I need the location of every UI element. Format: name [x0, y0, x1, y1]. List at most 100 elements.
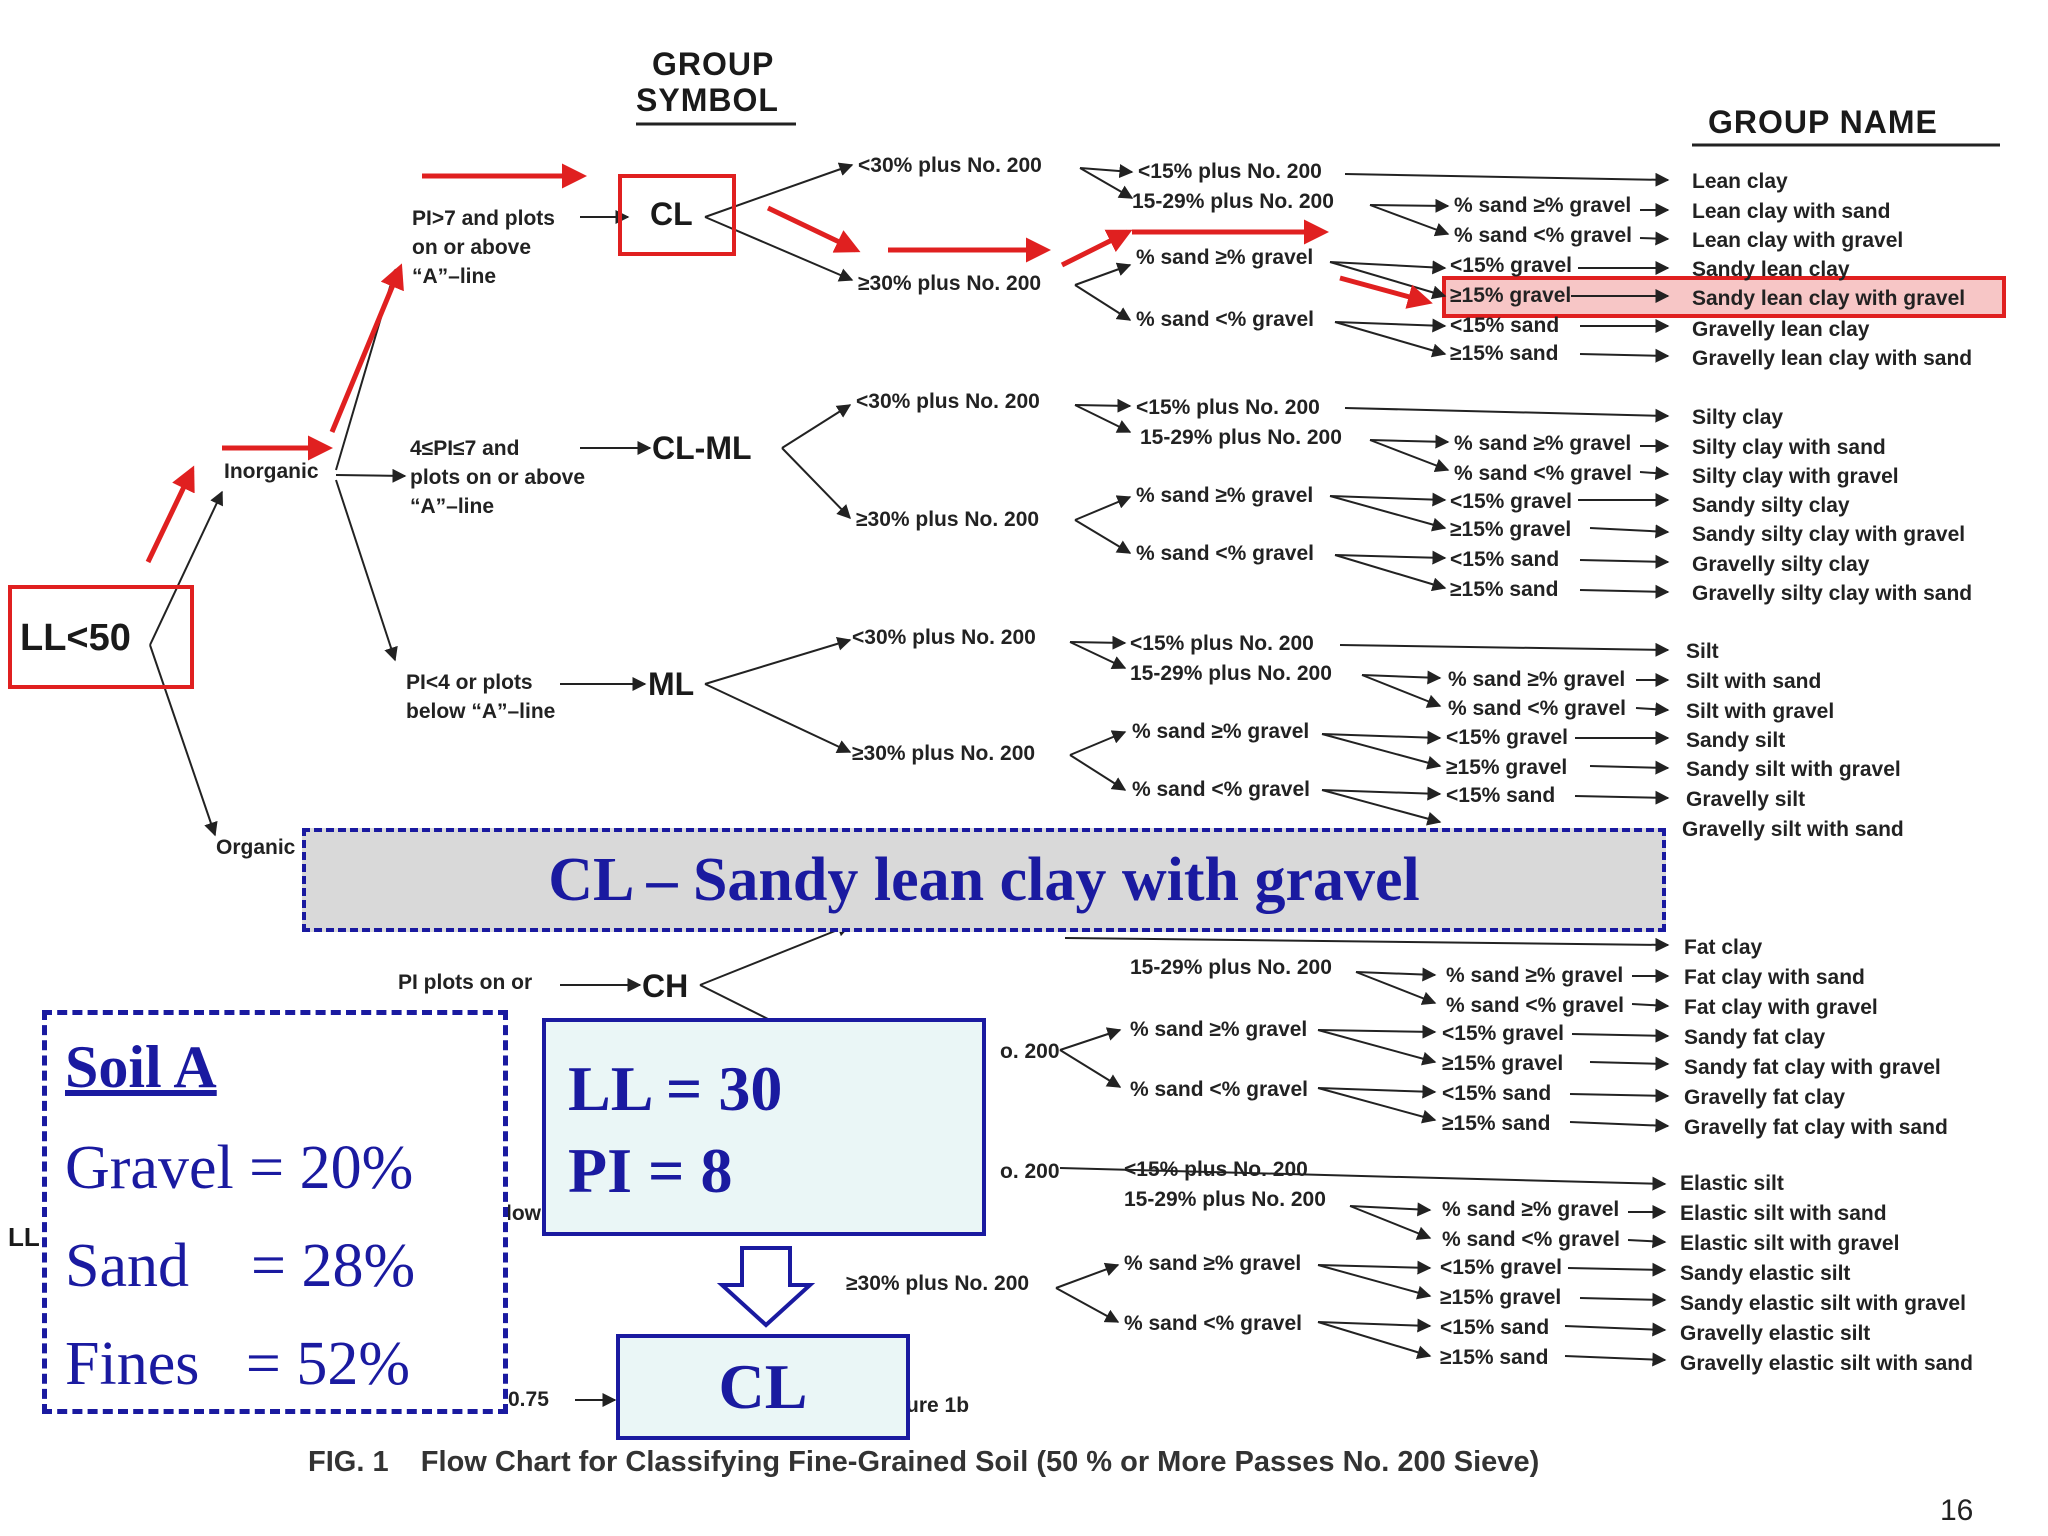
ch-partial-200: o. 200: [1000, 1040, 1060, 1063]
ml-sand-lt-gravel-a: % sand <% gravel: [1448, 697, 1626, 720]
cl-name-3: Sandy lean clay: [1692, 258, 1850, 281]
soil-sand-value: Sand = 28%: [65, 1232, 416, 1300]
cl-ge15-gravel: ≥15% gravel: [1450, 284, 1572, 308]
cl-name-0: Lean clay: [1692, 170, 1788, 193]
cl-15-29-label: 15-29% plus No. 200: [1132, 190, 1334, 213]
ml-sand-ge-gravel-a: % sand ≥% gravel: [1448, 668, 1626, 691]
clml-sand-ge-gravel-a: % sand ≥% gravel: [1454, 432, 1632, 455]
ml-sand-ge-gravel-b: % sand ≥% gravel: [1132, 720, 1310, 743]
clml-name-6: Gravelly silty clay with sand: [1692, 582, 1973, 605]
ch-name-6: Gravelly fat clay with sand: [1684, 1116, 1948, 1139]
cl-condition-line1: PI>7 and plots: [412, 207, 555, 230]
cl-sand-ge-gravel-b: % sand ≥% gravel: [1136, 246, 1314, 269]
clml-sand-ge-gravel-b: % sand ≥% gravel: [1136, 484, 1314, 507]
clml-name-3: Sandy silty clay: [1692, 494, 1850, 517]
result-banner-text: CL – Sandy lean clay with gravel: [548, 845, 1420, 914]
mh-name-4: Sandy elastic silt with gravel: [1680, 1292, 1966, 1315]
ml-ge30-label: ≥30% plus No. 200: [852, 742, 1036, 765]
mh-lt15-label: <15% plus No. 200: [1124, 1158, 1308, 1181]
cl-name-4: Sandy lean clay with gravel: [1692, 287, 1966, 310]
clml-condition-line3: “A”–line: [410, 495, 495, 518]
cl-lt15-sand: <15% sand: [1450, 314, 1560, 337]
result-banner: CL – Sandy lean clay with gravel: [302, 828, 1666, 932]
inorganic-label: Inorganic: [224, 460, 319, 483]
cl-sand-lt-gravel-b: % sand <% gravel: [1136, 308, 1314, 331]
clml-condition-line2: plots on or above: [410, 466, 586, 489]
ml-name-5: Gravelly silt: [1686, 788, 1806, 811]
cl-name-5: Gravelly lean clay: [1692, 318, 1870, 341]
ll-value: LL = 30: [568, 1053, 783, 1124]
mh-name-3: Sandy elastic silt: [1680, 1262, 1851, 1285]
soil-gravel-value: Gravel = 20%: [65, 1134, 414, 1202]
clml-name-1: Silty clay with sand: [1692, 436, 1886, 459]
ml-lt15-sand: <15% sand: [1446, 784, 1556, 807]
mh-name-0: Elastic silt: [1680, 1172, 1784, 1195]
figure-caption: FIG. 1 Flow Chart for Classifying Fine-G…: [308, 1446, 1540, 1478]
pi-value: PI = 8: [568, 1135, 733, 1206]
mh-sand-ge-gravel-a: % sand ≥% gravel: [1442, 1198, 1620, 1221]
cl-symbol-highlight: [618, 174, 736, 256]
ll-less-50-node: LL<50: [20, 617, 131, 659]
mh-lt15-sand: <15% sand: [1440, 1316, 1550, 1339]
clml-sand-lt-gravel-a: % sand <% gravel: [1454, 462, 1632, 485]
ch-sand-lt-gravel-b: % sand <% gravel: [1130, 1078, 1308, 1101]
ch-name-4: Sandy fat clay with gravel: [1684, 1056, 1941, 1079]
group-symbol-header-line1: GROUP: [652, 46, 775, 82]
cl-symbol: CL: [650, 196, 693, 232]
ll-partial-label: LL: [8, 1222, 40, 1252]
clml-lt15-label: <15% plus No. 200: [1136, 396, 1320, 419]
result-symbol-box: CL: [616, 1334, 910, 1440]
ch-lt15-gravel: <15% gravel: [1442, 1022, 1565, 1045]
ml-name-6: Gravelly silt with sand: [1682, 818, 1904, 841]
ml-name-0: Silt: [1686, 640, 1719, 663]
mh-sand-lt-gravel-b: % sand <% gravel: [1124, 1312, 1302, 1335]
cl-condition-line2: on or above: [412, 236, 532, 259]
ml-condition-line2: below “A”–line: [406, 700, 556, 723]
ch-name-1: Fat clay with sand: [1684, 966, 1865, 989]
ml-ge15-gravel: ≥15% gravel: [1446, 756, 1568, 779]
ch-ge15-sand: ≥15% sand: [1442, 1112, 1551, 1135]
cl-sand-ge-gravel-a: % sand ≥% gravel: [1454, 194, 1632, 217]
mh-name-2: Elastic silt with gravel: [1680, 1232, 1900, 1255]
mh-name-1: Elastic silt with sand: [1680, 1202, 1887, 1225]
clml-sand-lt-gravel-b: % sand <% gravel: [1136, 542, 1314, 565]
cl-ge15-sand: ≥15% sand: [1450, 342, 1559, 365]
ch-name-2: Fat clay with gravel: [1684, 996, 1878, 1019]
ml-sand-lt-gravel-b: % sand <% gravel: [1132, 778, 1310, 801]
ch-sand-lt-gravel-a: % sand <% gravel: [1446, 994, 1624, 1017]
partial-figure-text: ure 1b: [906, 1394, 970, 1417]
soil-a-title: Soil A: [65, 1034, 217, 1100]
ll-less-50-highlight: [8, 585, 194, 689]
mh-15-29-label: 15-29% plus No. 200: [1124, 1188, 1326, 1211]
ch-name-5: Gravelly fat clay: [1684, 1086, 1846, 1109]
ch-lt15-sand: <15% sand: [1442, 1082, 1552, 1105]
organic-label: Organic: [216, 836, 296, 859]
clml-lt15-gravel: <15% gravel: [1450, 490, 1573, 513]
clml-name-5: Gravelly silty clay: [1692, 553, 1870, 576]
result-symbol: CL: [718, 1351, 808, 1422]
clml-15-29-label: 15-29% plus No. 200: [1140, 426, 1342, 449]
cl-name-2: Lean clay with gravel: [1692, 229, 1904, 252]
partial-low-text: low: [506, 1202, 541, 1225]
ml-name-1: Silt with sand: [1686, 670, 1822, 693]
clml-lt30-label: <30% plus No. 200: [856, 390, 1040, 413]
clml-name-4: Sandy silty clay with gravel: [1692, 523, 1966, 546]
ml-name-3: Sandy silt: [1686, 729, 1786, 752]
clml-symbol: CL-ML: [652, 430, 752, 466]
ml-name-4: Sandy silt with gravel: [1686, 758, 1901, 781]
ml-lt15-label: <15% plus No. 200: [1130, 632, 1314, 655]
cl-name-1: Lean clay with sand: [1692, 200, 1891, 223]
down-arrow-icon: [716, 1246, 816, 1328]
clml-ge15-sand: ≥15% sand: [1450, 578, 1559, 601]
clml-condition-line1: 4≤PI≤7 and: [410, 437, 520, 460]
page-number: 16: [1940, 1494, 1974, 1527]
cl-lt15-label: <15% plus No. 200: [1138, 160, 1322, 183]
ch-sand-ge-gravel-a: % sand ≥% gravel: [1446, 964, 1624, 987]
ch-condition-line1: PI plots on or: [398, 971, 533, 994]
ml-lt15-gravel: <15% gravel: [1446, 726, 1569, 749]
soil-a-panel: Soil A Gravel = 20% Sand = 28% Fines = 5…: [42, 1010, 508, 1414]
mh-name-5: Gravelly elastic silt: [1680, 1322, 1871, 1345]
mh-partial-200: o. 200: [1000, 1160, 1060, 1183]
clml-name-0: Silty clay: [1692, 406, 1784, 429]
